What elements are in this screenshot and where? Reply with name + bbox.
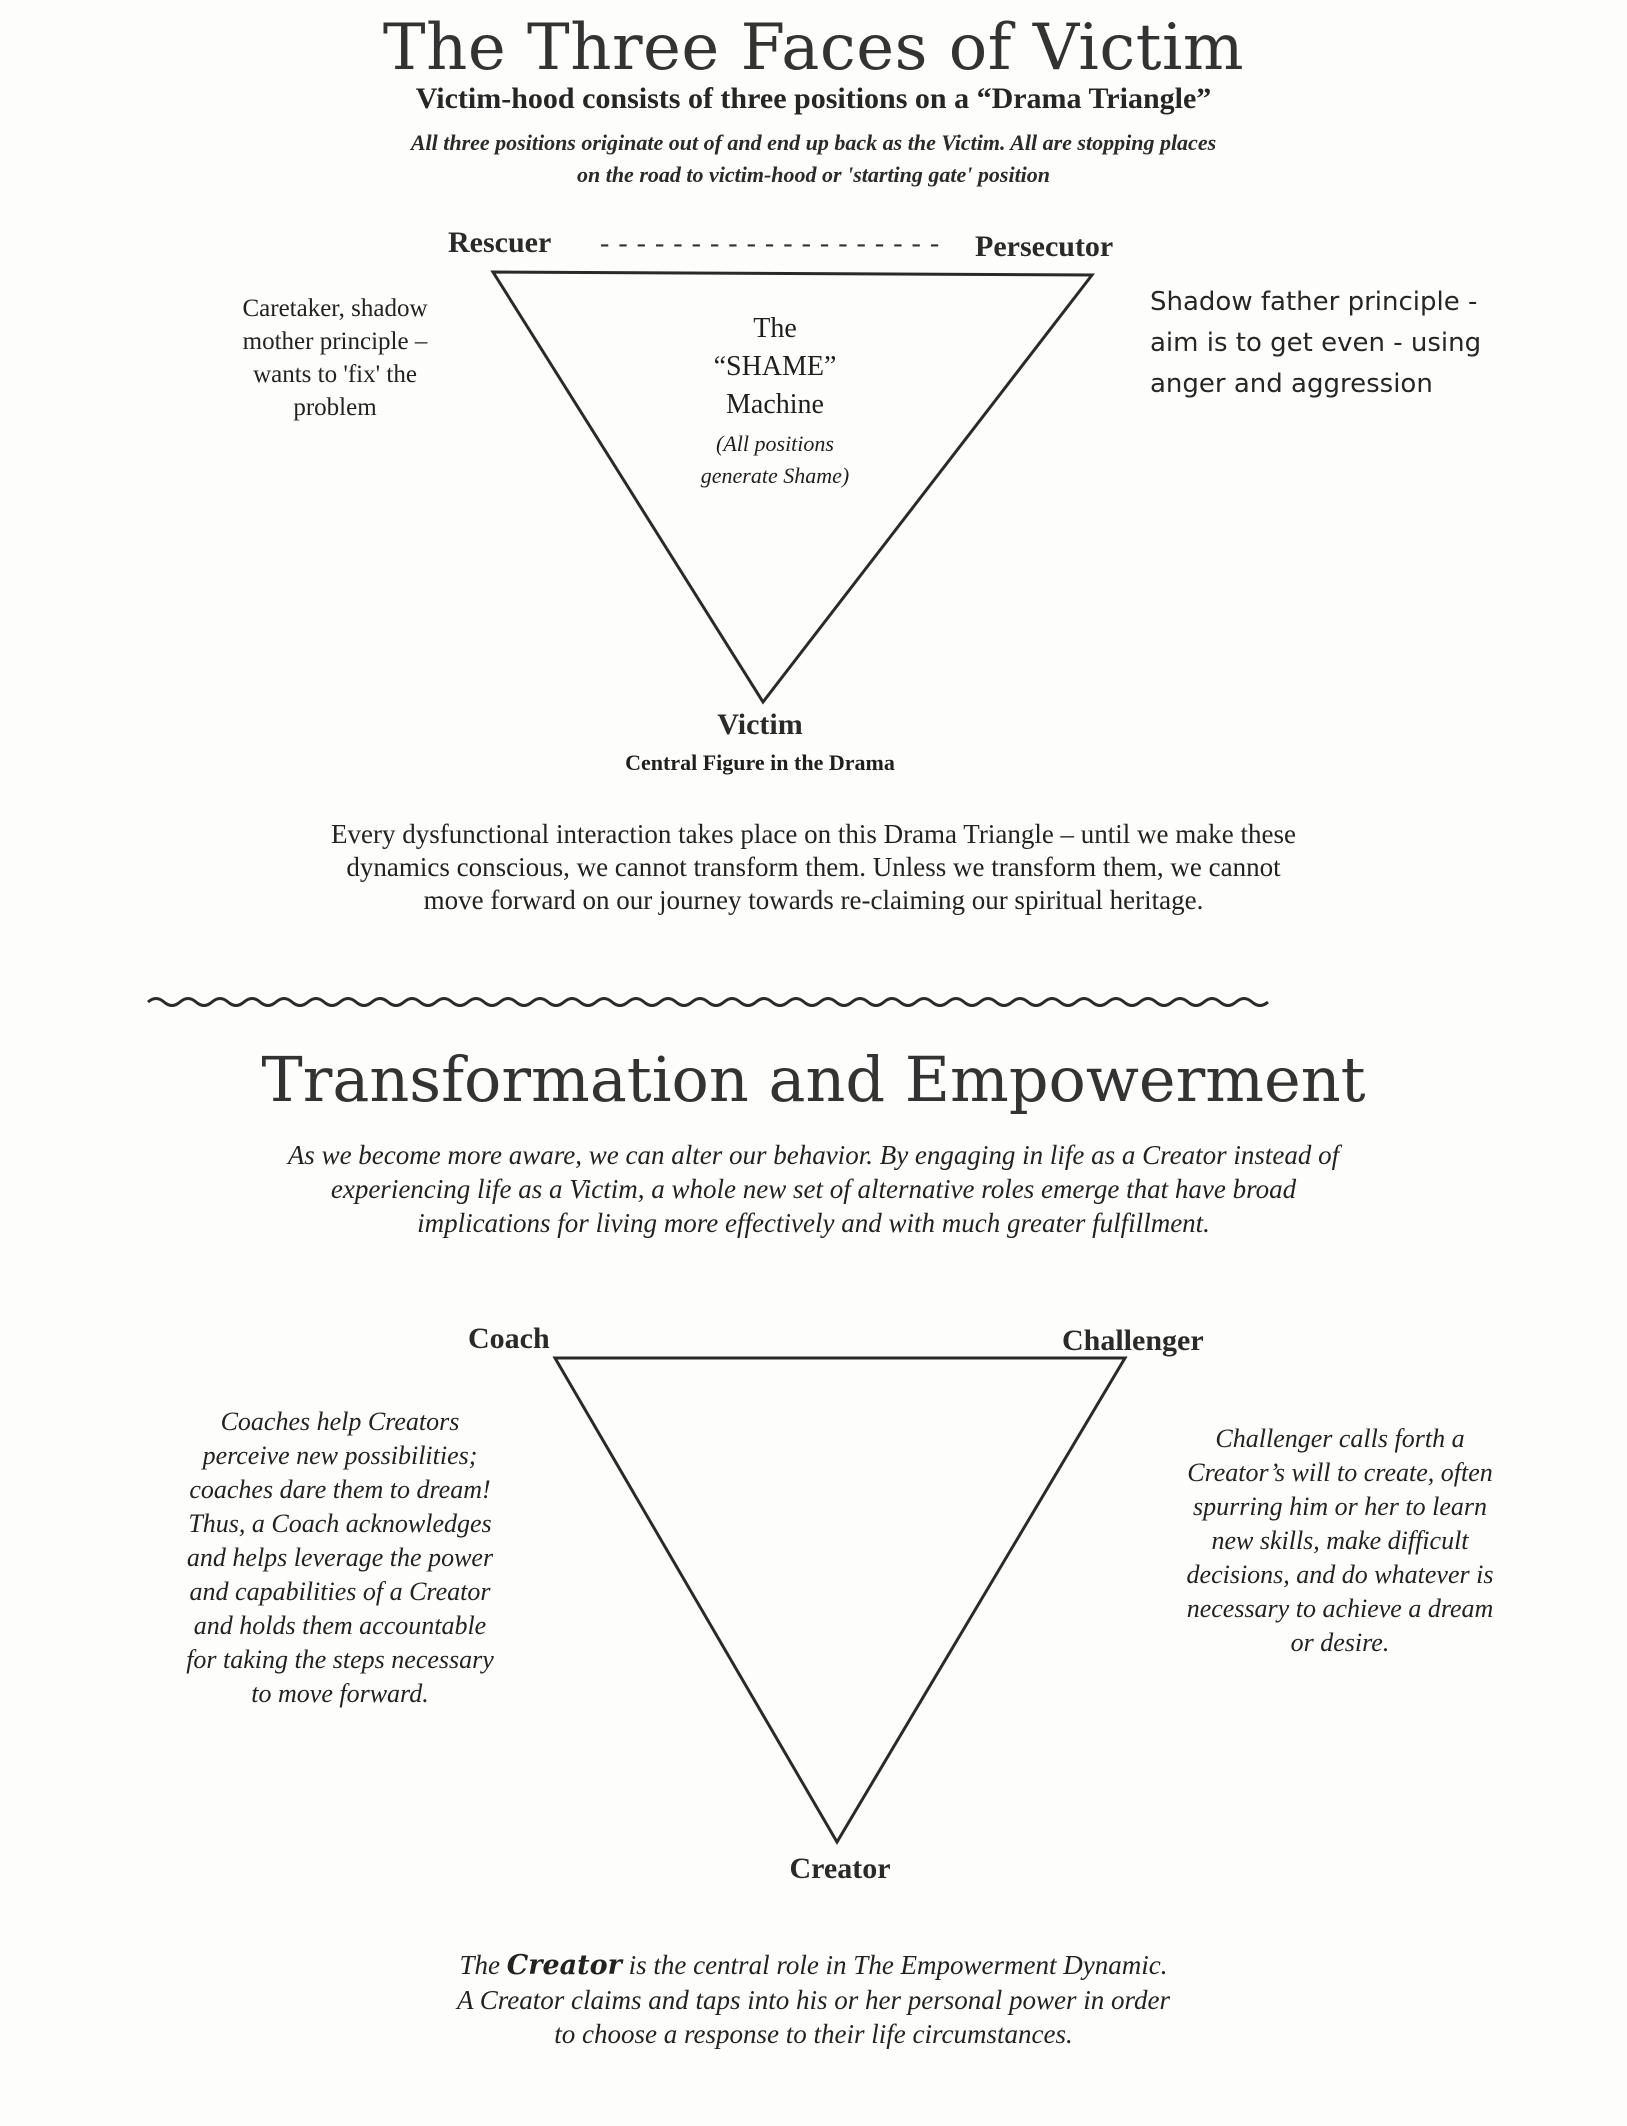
persecutor-note-line: Shadow father principle - <box>1150 287 1478 317</box>
challenger-note-line: spurring him or her to learn <box>1193 1492 1487 1521</box>
intro-line-2: on the road to victim-hood or 'starting … <box>576 162 1051 187</box>
closing-rest: is the central role in The Empowerment D… <box>621 1950 1168 1980</box>
persecutor-label: Persecutor <box>975 230 1114 263</box>
rescuer-note-line: wants to 'fix' the <box>253 361 417 388</box>
creator-label: Creator <box>789 1852 891 1885</box>
challenger-label: Challenger <box>1062 1324 1204 1357</box>
coach-label: Coach <box>468 1322 550 1355</box>
challenger-note-line: Challenger calls forth a <box>1215 1424 1465 1453</box>
coach-note-line: and helps leverage the power <box>186 1543 494 1572</box>
coach-note-line: Thus, a Coach acknowledges <box>188 1509 492 1538</box>
victim-label: Victim <box>717 708 803 741</box>
paragraph-line: dynamics conscious, we cannot transform … <box>346 852 1281 882</box>
shame-note-2: generate Shame) <box>700 463 850 488</box>
shame-line-1: The <box>753 313 797 344</box>
victim-sublabel: Central Figure in the Drama <box>625 750 895 775</box>
persecutor-note-line: anger and aggression <box>1150 369 1433 399</box>
creator-line-1: The Creator is the central role in The E… <box>150 1948 1477 1983</box>
persecutor-note: Shadow father principle - aim is to get … <box>1150 282 1481 405</box>
empowerment-intro: As we become more aware, we can alter ou… <box>150 1138 1477 1240</box>
drama-triangle <box>490 270 1096 705</box>
drama-paragraph: Every dysfunctional interaction takes pl… <box>150 818 1477 917</box>
page-title: The Three Faces of Victim <box>382 11 1245 85</box>
rescuer-label: Rescuer <box>448 226 552 259</box>
shame-line-3: Machine <box>726 389 824 420</box>
challenger-note-line: necessary to achieve a dream <box>1186 1594 1494 1623</box>
section-title: Transformation and Empowerment <box>261 1043 1366 1116</box>
challenger-note-line: or desire. <box>1290 1628 1390 1657</box>
challenger-note-line: new skills, make difficult <box>1211 1526 1469 1555</box>
intro-line: implications for living more effectively… <box>417 1208 1210 1238</box>
challenger-note-line: decisions, and do whatever is <box>1186 1560 1494 1589</box>
challenger-note: Challenger calls forth a Creator’s will … <box>1150 1422 1530 1660</box>
shame-machine-label: The “SHAME” Machine <box>660 310 890 424</box>
paragraph-line: Every dysfunctional interaction takes pl… <box>331 819 1296 849</box>
empowerment-triangle <box>552 1356 1128 1845</box>
rescuer-note: Caretaker, shadow mother principle – wan… <box>190 292 480 424</box>
coach-note-line: and capabilities of a Creator <box>189 1577 491 1606</box>
intro-line: experiencing life as a Victim, a whole n… <box>330 1174 1297 1204</box>
coach-note-line: coaches dare them to dream! <box>189 1475 491 1504</box>
intro-line-1: All three positions originate out of and… <box>410 130 1217 155</box>
shame-note-1: (All positions <box>716 431 834 456</box>
creator-line-2: A Creator claims and taps into his or he… <box>456 1985 1171 2015</box>
coach-note-line: for taking the steps necessary <box>186 1645 494 1674</box>
persecutor-note-line: aim is to get even - using <box>1150 328 1482 358</box>
intro-line: As we become more aware, we can alter ou… <box>287 1140 1340 1170</box>
subtitle: Victim-hood consists of three positions … <box>415 82 1212 115</box>
rescuer-note-line: Caretaker, shadow <box>242 295 428 322</box>
rescuer-note-line: mother principle – <box>242 328 428 355</box>
coach-note-line: Coaches help Creators <box>220 1407 460 1436</box>
rescuer-note-line: problem <box>293 394 377 421</box>
challenger-note-line: Creator’s will to create, often <box>1187 1458 1493 1487</box>
creator-paragraph: The Creator is the central role in The E… <box>150 1948 1477 2051</box>
wavy-divider <box>147 997 1269 1007</box>
creator-line-3: to choose a response to their life circu… <box>554 2019 1073 2049</box>
creator-emphasis: Creator <box>506 1950 622 1981</box>
paragraph-line: move forward on our journey towards re-c… <box>423 885 1204 915</box>
shame-note: (All positions generate Shame) <box>650 428 900 492</box>
coach-note-line: and holds them accountable <box>193 1611 487 1640</box>
coach-note-line: to move forward. <box>251 1679 429 1708</box>
coach-note: Coaches help Creators perceive new possi… <box>150 1405 530 1711</box>
dashed-connector: - - - - - - - - - - - - - - - - - - - <box>600 228 941 259</box>
shame-line-2: “SHAME” <box>713 351 837 382</box>
coach-note-line: perceive new possibilities; <box>202 1441 478 1470</box>
closing-prefix: The <box>459 1950 507 1980</box>
